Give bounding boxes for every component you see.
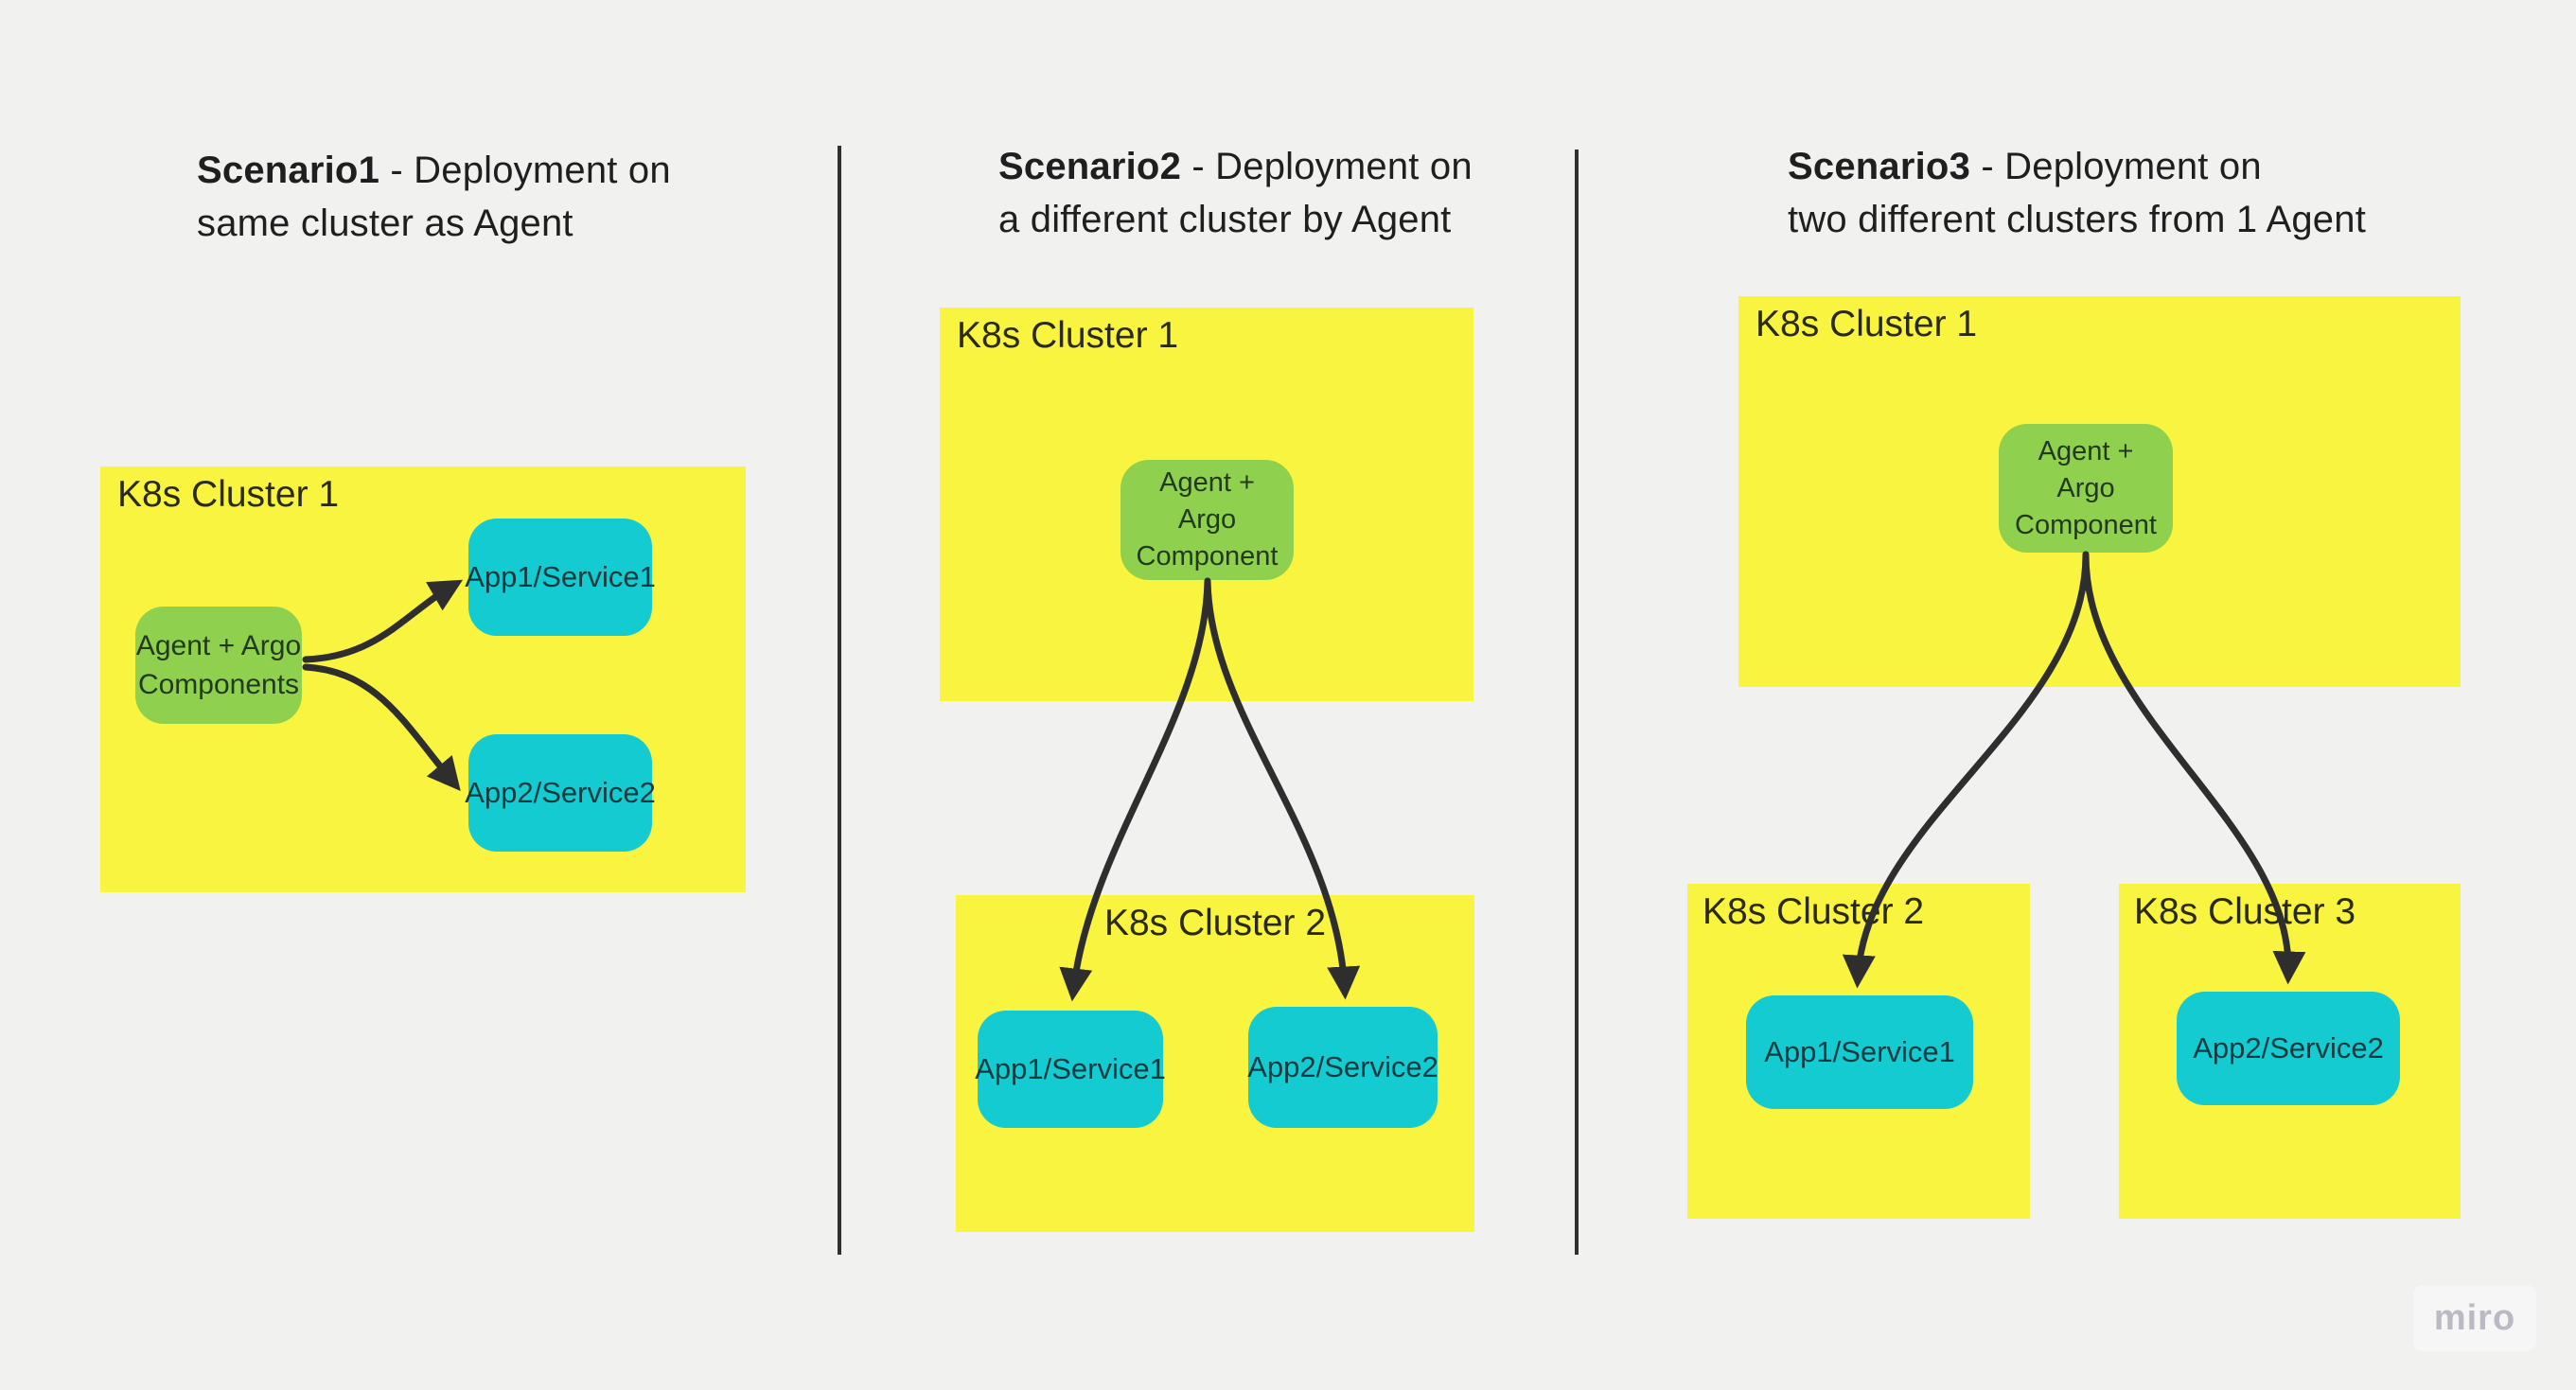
s2-cluster2-label: K8s Cluster 2 [1103, 903, 1327, 943]
scenario3-title: Scenario3 - Deployment on two different … [1788, 140, 2393, 246]
s1-app2-node: App2/Service2 [465, 734, 656, 852]
s2-cluster1-label: K8s Cluster 1 [957, 315, 1179, 356]
scenario3-title-line1: Scenario3 - Deployment on [1788, 140, 2393, 193]
s1-agent-label: Agent + Argo Components [135, 630, 302, 700]
scenario1-title: Scenario1 - Deployment on same cluster a… [197, 144, 727, 250]
s3-app2-label: App2/Service2 [2193, 1031, 2384, 1064]
s2-app2-label: App2/Service2 [1247, 1050, 1438, 1083]
scenario3-title-line2: two different clusters from 1 Agent [1788, 199, 2367, 240]
s3-cluster1-label: K8s Cluster 1 [1756, 304, 1978, 344]
s3-agent-label: Agent + Argo Component [2015, 435, 2157, 540]
scenario1-title-line1: Scenario1 - Deployment on [197, 144, 727, 197]
scenario2-title-rest: - Deployment on [1181, 146, 1473, 187]
scenario1-title-line2: same cluster as Agent [197, 202, 573, 244]
divider-2 [1575, 150, 1579, 1255]
scenario3-title-bold: Scenario3 [1788, 146, 1971, 187]
scenario1-title-rest: - Deployment on [379, 150, 671, 191]
s3-app1-node: App1/Service1 [1746, 995, 1973, 1109]
s3-app2-node: App2/Service2 [2177, 992, 2400, 1105]
s2-app1-label: App1/Service1 [975, 1052, 1166, 1085]
s1-agent-node: Agent + Argo Components [135, 607, 302, 724]
miro-watermark: miro [2413, 1285, 2536, 1351]
s2-app2-node: App2/Service2 [1247, 1007, 1438, 1128]
s2-agent-label: Agent + Argo Component [1136, 467, 1279, 572]
s3-cluster2-label: K8s Cluster 2 [1703, 891, 1925, 932]
scenario1-title-bold: Scenario1 [197, 150, 380, 191]
miro-watermark-label: miro [2433, 1297, 2516, 1338]
divider-1 [838, 146, 841, 1255]
s1-app2-label: App2/Service2 [465, 776, 656, 809]
s2-agent-node: Agent + Argo Component [1120, 460, 1294, 580]
s1-app1-label: App1/Service1 [465, 560, 656, 593]
s3-cluster3-label: K8s Cluster 3 [2134, 891, 2356, 932]
scenario2-title-line2: a different cluster by Agent [998, 199, 1452, 240]
s2-app1-node: App1/Service1 [975, 1011, 1166, 1128]
s1-cluster1-label: K8s Cluster 1 [117, 474, 340, 515]
s1-app1-node: App1/Service1 [465, 519, 656, 636]
s3-app1-label: App1/Service1 [1764, 1035, 1955, 1068]
scenario3-title-rest: - Deployment on [1970, 146, 2262, 187]
scenario2-title: Scenario2 - Deployment on a different cl… [998, 140, 1528, 246]
scenario2-title-bold: Scenario2 [998, 146, 1182, 187]
s3-agent-node: Agent + Argo Component [1999, 424, 2173, 553]
scenario2-title-line1: Scenario2 - Deployment on [998, 140, 1528, 193]
